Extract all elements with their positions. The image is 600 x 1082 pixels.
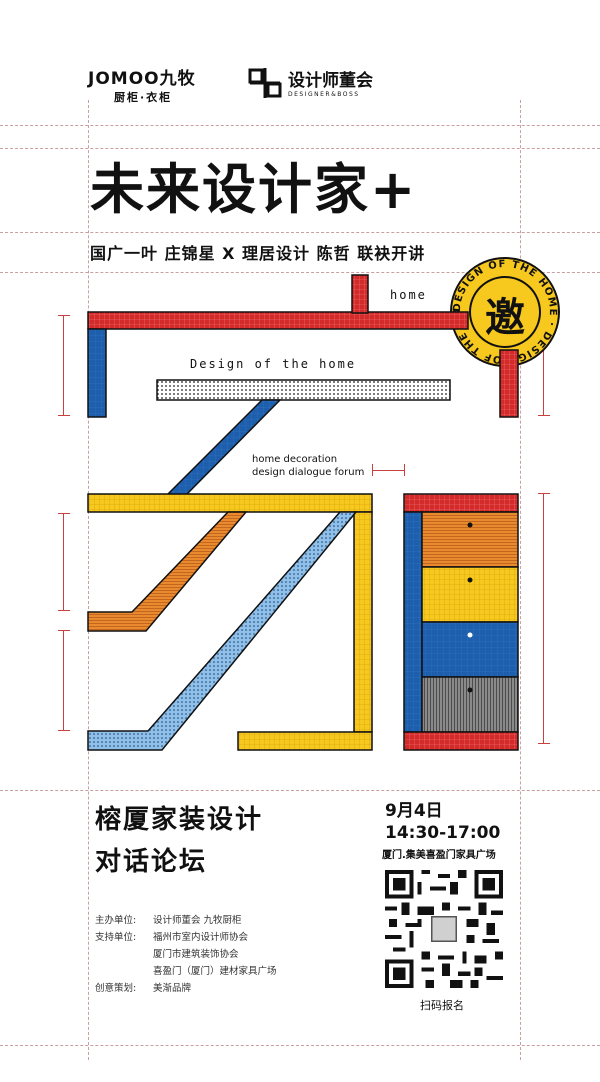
orange-diagonal [87,511,248,632]
drawer-orange [421,511,519,568]
yellow-post [353,511,373,733]
event-time: 14:30-17:00 [385,823,501,844]
jomoo-brand-sub: 厨柜·衣柜 [114,91,173,104]
measure-tick [58,610,70,611]
measure-tick [538,493,550,494]
blue-left-post [87,328,107,418]
organizer-row: 喜盈门（厦门）建材家具广场 [153,966,277,977]
event-date: 9月4日 [385,801,443,821]
designer-boss-sub: DESIGNER&BOSS [288,91,360,98]
dotted-bar [156,379,451,401]
organizers-list: 主办单位:设计师董会 九牧厨柜 支持单位:福州市室内设计师协会 厦门市建筑装饰协… [95,912,277,997]
measure-line [63,513,64,610]
jomoo-logo: JOMOO九牧 厨柜·衣柜 [88,64,196,105]
cabinet-top [403,493,519,513]
cabinet-bottom [403,731,519,751]
guide-line [520,100,521,1060]
design-of-home-label: Design of the home [190,357,357,371]
organizer-row: 厦门市建筑装饰协会 [153,949,239,960]
measure-tick [58,315,70,316]
event-place: 厦门.集美喜盈门家具广场 [382,850,496,861]
guide-line [0,272,600,273]
guide-line [0,790,600,791]
designer-boss-name: 设计师董会 [288,71,373,91]
measure-line [63,630,64,730]
blue-diagonal [165,399,282,496]
event-datetime: 9月4日 14:30-17:00 [385,800,500,844]
event-title-line1: 榕厦家装设计 [95,805,264,835]
guide-line [88,100,89,1060]
jomoo-brand-name: JOMOO九牧 [88,69,196,89]
forum-label-line1: home decoration [252,454,338,465]
measure-tick [58,513,70,514]
measure-tick [538,743,550,744]
measure-line [543,300,544,415]
drawer-knob [467,522,473,528]
guide-line [0,125,600,126]
guide-line [0,232,600,233]
drawer-knob [467,577,473,583]
organizer-row: 主办单位:设计师董会 九牧厨柜 [95,915,242,926]
guide-line [0,148,600,149]
event-title: 榕厦家装设计 对话论坛 [95,800,263,883]
measure-tick [58,415,70,416]
measure-tick [58,730,70,731]
lightblue-diagonal [87,511,358,751]
measure-line [543,493,544,743]
qr-code[interactable] [385,870,503,988]
designer-boss-logo: 设计师董会 DESIGNER&BOSS [288,66,373,98]
red-chimney [351,274,369,314]
organizer-row: 支持单位:福州市室内设计师协会 [95,932,249,943]
qr-caption: 扫码报名 [420,999,464,1012]
drawer-blue [421,621,519,678]
drawer-yellow [421,566,519,623]
guide-line [0,1045,600,1046]
drawer-knob [467,687,473,693]
drawer-knob [467,632,473,638]
organizer-row: 创意策划:美渐品牌 [95,983,192,994]
invite-badge: DESIGN OF THE HOME · DESIGN OF THE HOME … [442,247,562,369]
speakers-line: 国广一叶 庄锦星 X 理居设计 陈哲 联袂开讲 [90,244,426,263]
yellow-foot [237,731,373,751]
measure-line [63,315,64,415]
measure-line [404,464,405,476]
designer-boss-logo-icon [248,66,282,104]
yellow-beam [87,493,373,513]
cabinet-side [403,511,423,733]
measure-tick [538,415,550,416]
measure-tick [372,470,404,471]
measure-line [372,464,373,476]
drawer-gray [421,676,519,733]
red-top-beam [87,311,469,330]
measure-tick [58,630,70,631]
home-artwork [87,274,519,751]
badge-character: 邀 [485,295,525,341]
home-label: home [390,288,427,302]
event-title-line2: 对话论坛 [95,846,208,877]
forum-label-line2: design dialogue forum [252,467,365,478]
page-title: 未来设计家+ [90,158,418,221]
